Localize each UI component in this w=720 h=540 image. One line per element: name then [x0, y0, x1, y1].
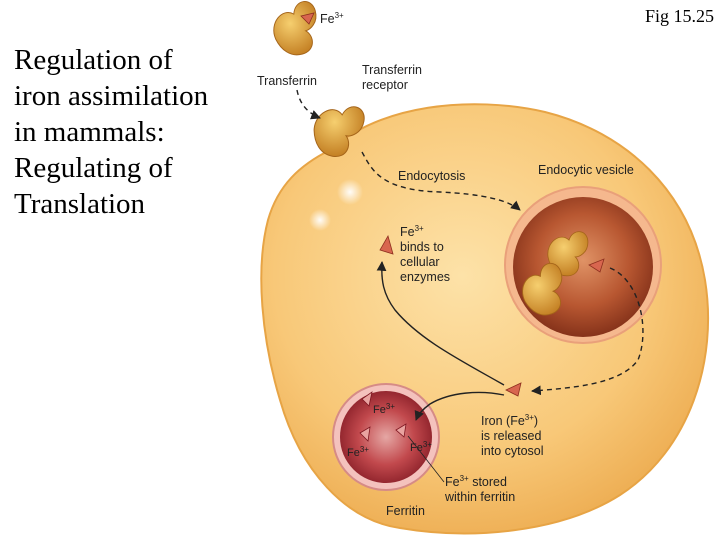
iron-ion [588, 258, 605, 273]
fe3-ferritin-label: Fe3+ [373, 402, 395, 416]
fe3-enzyme-label: Fe3+ [400, 224, 424, 239]
fe3-label-top: Fe3+ [320, 11, 344, 26]
transferrin-molecule [267, 0, 326, 61]
binds-label-line3: enzymes [400, 270, 450, 284]
iron-ion [379, 234, 394, 255]
ferritin-label: Ferritin [386, 504, 425, 518]
fe3-ferritin-label: Fe3+ [410, 440, 432, 454]
iron-released-label-line3: into cytosol [481, 444, 544, 458]
iron-ion [300, 12, 315, 25]
enzyme-binding-arrow [376, 261, 505, 386]
ferritin-pointer-line [407, 435, 445, 483]
cell-highlight [309, 209, 331, 231]
transferrin-receptor-label-line1: Transferrin [362, 63, 422, 77]
iron-ion [395, 423, 407, 438]
stored-label-line2: within ferritin [444, 490, 515, 504]
fe3-ferritin-label: Fe3+ [347, 445, 369, 459]
storage-arrow [414, 391, 505, 421]
binds-label-line1: binds to [400, 240, 444, 254]
iron-released-label-line2: is released [481, 429, 541, 443]
stored-label-line1: Fe3+ stored [445, 474, 507, 489]
slide-title: Regulation of iron assimilation in mamma… [14, 44, 209, 220]
transferrin-label: Transferrin [257, 74, 317, 88]
cell-highlight [337, 179, 363, 205]
binds-label-line2: cellular [400, 255, 440, 269]
iron-ion [361, 391, 373, 407]
cell-body [260, 103, 710, 535]
approach-arrow [296, 89, 321, 120]
endocytic-vesicle-label: Endocytic vesicle [538, 163, 634, 177]
iron-released-label-line1: Iron (Fe3+) [481, 413, 538, 428]
transferrin-receptor-label-line2: receptor [362, 78, 408, 92]
endocytic-vesicle-inner [513, 197, 653, 337]
figure-label: Fig 15.25 [644, 6, 714, 26]
iron-ion [359, 426, 371, 442]
ferritin [340, 391, 432, 483]
endocytosis-arrow [361, 151, 521, 211]
iron-ion [505, 382, 522, 397]
endocytosis-label: Endocytosis [398, 169, 465, 183]
iron-release-arrow [531, 267, 644, 396]
